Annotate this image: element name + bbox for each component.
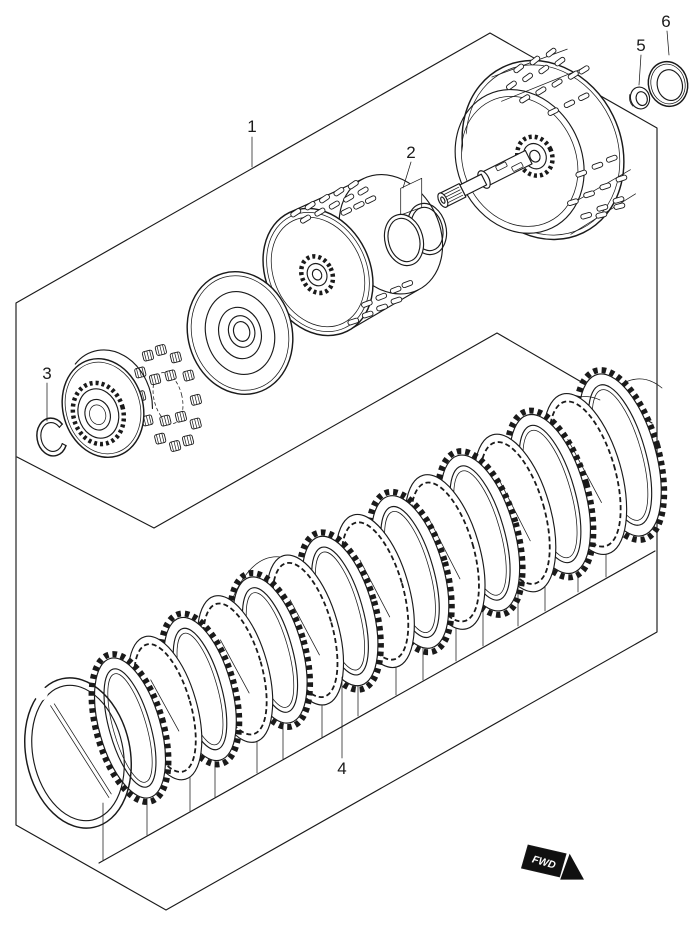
callout-4-label: 4 [337, 759, 346, 778]
gear-hub [61, 349, 154, 459]
callout-2-leader [402, 161, 412, 189]
callout-3-label: 3 [42, 364, 51, 383]
callout-5-label: 5 [636, 36, 645, 55]
seal-ring [647, 60, 689, 108]
callout-2-label: 2 [406, 143, 415, 162]
callout-5: 5 [636, 36, 646, 86]
callout-2: 2 [402, 143, 416, 189]
piston-disc [186, 270, 294, 396]
return-spring-set [133, 343, 203, 453]
stack-snap-ring [24, 677, 132, 829]
panel-fold-lines [16, 332, 656, 864]
fwd-direction-badge: FWD [520, 844, 586, 881]
panel-border [15, 32, 658, 911]
callout-1: 1 [247, 117, 257, 168]
race-ring [629, 86, 651, 110]
callout-6-label: 6 [661, 12, 670, 31]
callout-4: 4 [337, 676, 347, 778]
snap-ring [36, 417, 67, 457]
input-shaft [437, 149, 533, 208]
clutch-drum [262, 173, 444, 337]
callout-6: 6 [661, 12, 671, 56]
forward-clutch-drum [454, 46, 636, 241]
callout-6-leader [666, 30, 670, 56]
callout-3: 3 [42, 364, 52, 422]
clutch-plate-stack [24, 367, 668, 829]
o-ring-set [383, 177, 448, 267]
callout-1-label: 1 [247, 117, 256, 136]
callout-5-leader [638, 54, 642, 86]
fwd-badge-face [520, 844, 567, 878]
fwd-arrow-icon [559, 851, 586, 881]
